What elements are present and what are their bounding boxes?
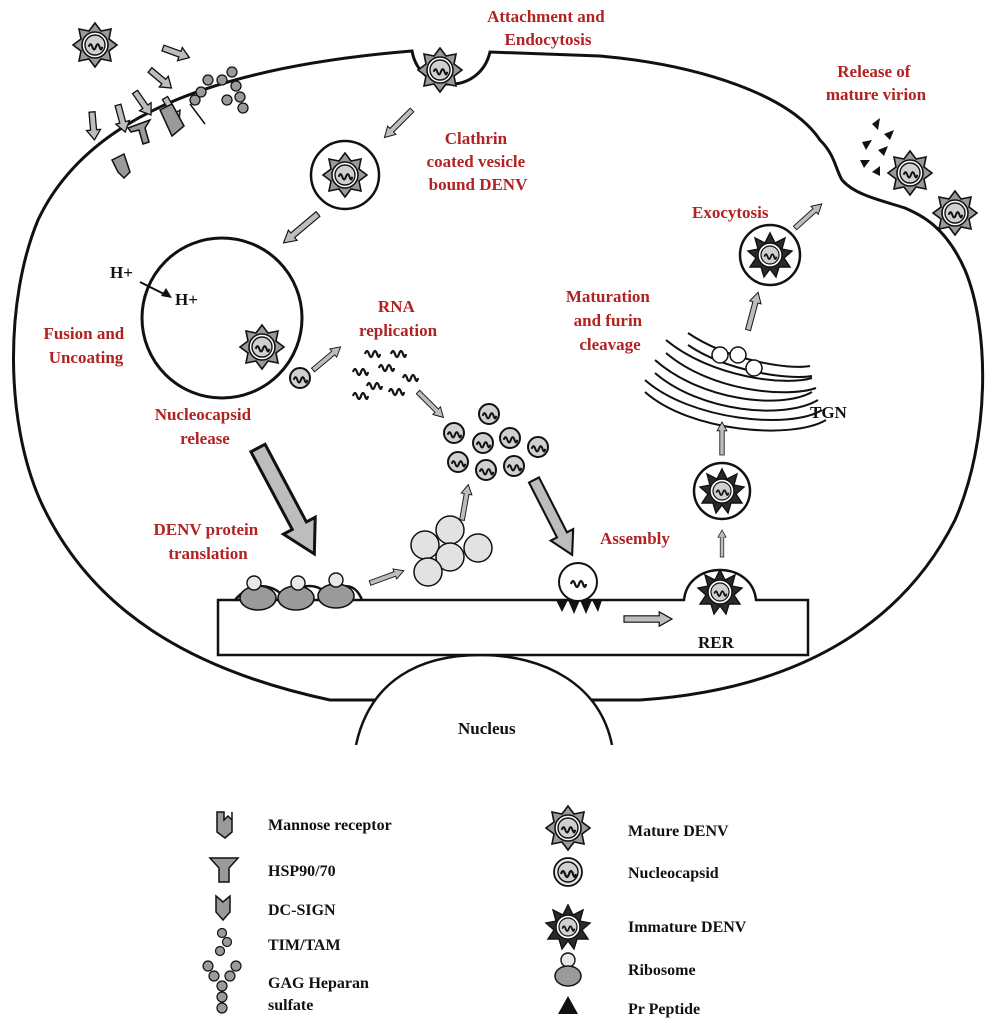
dc-sign-icon (215, 894, 231, 922)
legend-ribosome-label: Ribosome (628, 962, 696, 979)
step-release: Release of mature virion (826, 62, 927, 104)
step-attachment-l2: Endocytosis (505, 30, 592, 49)
rer (216, 568, 810, 657)
released-nucleocapsid (290, 368, 310, 388)
legend: Mannose receptor HSP90/70 DC-SIGN TIM/TA… (202, 806, 747, 1018)
step-release-l1: Release of (837, 62, 911, 81)
step-fusion: Fusion and Uncoating (43, 324, 128, 367)
pr-peptide-icon (558, 996, 578, 1014)
step-rna-l2: replication (359, 321, 438, 340)
legend-pr-label: Pr Peptide (628, 1001, 700, 1018)
nucleus-label: Nucleus (458, 719, 516, 738)
step-assembly: Assembly (600, 529, 670, 548)
step-clathrin-l3: bound DENV (429, 175, 528, 194)
nucleocapsid-icon (553, 857, 583, 887)
gag-heparan-icon (202, 960, 242, 1014)
tim-tam-icon (214, 927, 233, 957)
translated-proteins (410, 515, 493, 587)
step-nc-release-l2: release (180, 429, 230, 448)
endosome (140, 236, 304, 400)
step-translation-l1: DENV protein (154, 520, 259, 539)
immature-denv-icon (546, 905, 590, 949)
golgi-tgn (644, 332, 827, 432)
step-translation-l2: translation (168, 544, 248, 563)
step-clathrin-l2: coated vesicle (427, 152, 526, 171)
legend-mannose-label: Mannose receptor (268, 817, 392, 834)
released-virion-1 (888, 151, 932, 195)
attaching-virion (418, 48, 462, 92)
step-fusion-l2: Uncoating (49, 348, 124, 367)
step-clathrin-l1: Clathrin (445, 129, 508, 148)
step-rna-l1: RNA (378, 297, 416, 316)
step-maturation-l2: and furin (574, 311, 643, 330)
step-release-l2: mature virion (826, 85, 927, 104)
mannose-receptor-icon (216, 811, 233, 839)
step-exocytosis: Exocytosis (692, 203, 769, 222)
released-virion-2 (933, 191, 977, 235)
step-maturation-l3: cleavage (579, 335, 641, 354)
legend-gag-label-2: sulfate (268, 997, 313, 1014)
step-maturation-l1: Maturation (566, 287, 651, 306)
legend-mature-label: Mature DENV (628, 823, 729, 840)
legend-hsp-label: HSP90/70 (268, 863, 336, 880)
step-fusion-l1: Fusion and (43, 324, 124, 343)
h-plus-inside: H+ (175, 290, 198, 309)
step-maturation: Maturation and furin cleavage (566, 287, 654, 354)
legend-immature-label: Immature DENV (628, 919, 747, 936)
endosome-virion (240, 325, 284, 369)
legend-gag-label: GAG Heparan (268, 975, 369, 992)
step-nucleocapsid-release: Nucleocapsid release (155, 405, 256, 448)
cell-membrane (12, 49, 985, 702)
rer-label: RER (698, 633, 735, 652)
hsp90-icon (208, 857, 240, 883)
step-attachment: Attachment and Endocytosis (487, 7, 609, 49)
mature-denv-icon (546, 806, 590, 850)
released-pr-peptides (860, 118, 894, 176)
ribosome-icon (554, 952, 582, 987)
membrane-receptors (110, 66, 249, 180)
rer-budding-nucleocapsid (556, 562, 602, 614)
step-nc-release-l1: Nucleocapsid (155, 405, 252, 424)
extracellular-virion (73, 23, 117, 67)
step-translation: DENV protein translation (154, 520, 263, 563)
step-rna-replication: RNA replication (359, 297, 438, 340)
h-plus-outside: H+ (110, 263, 133, 282)
rer-ribosomes (234, 572, 364, 611)
legend-nucleocapsid-label: Nucleocapsid (628, 865, 719, 882)
step-clathrin: Clathrin coated vesicle bound DENV (427, 129, 530, 194)
tgn-label: TGN (810, 403, 848, 422)
legend-timtam-label: TIM/TAM (268, 937, 341, 954)
legend-dcsign-label: DC-SIGN (268, 902, 336, 919)
step-attachment-l1: Attachment and (487, 7, 605, 26)
